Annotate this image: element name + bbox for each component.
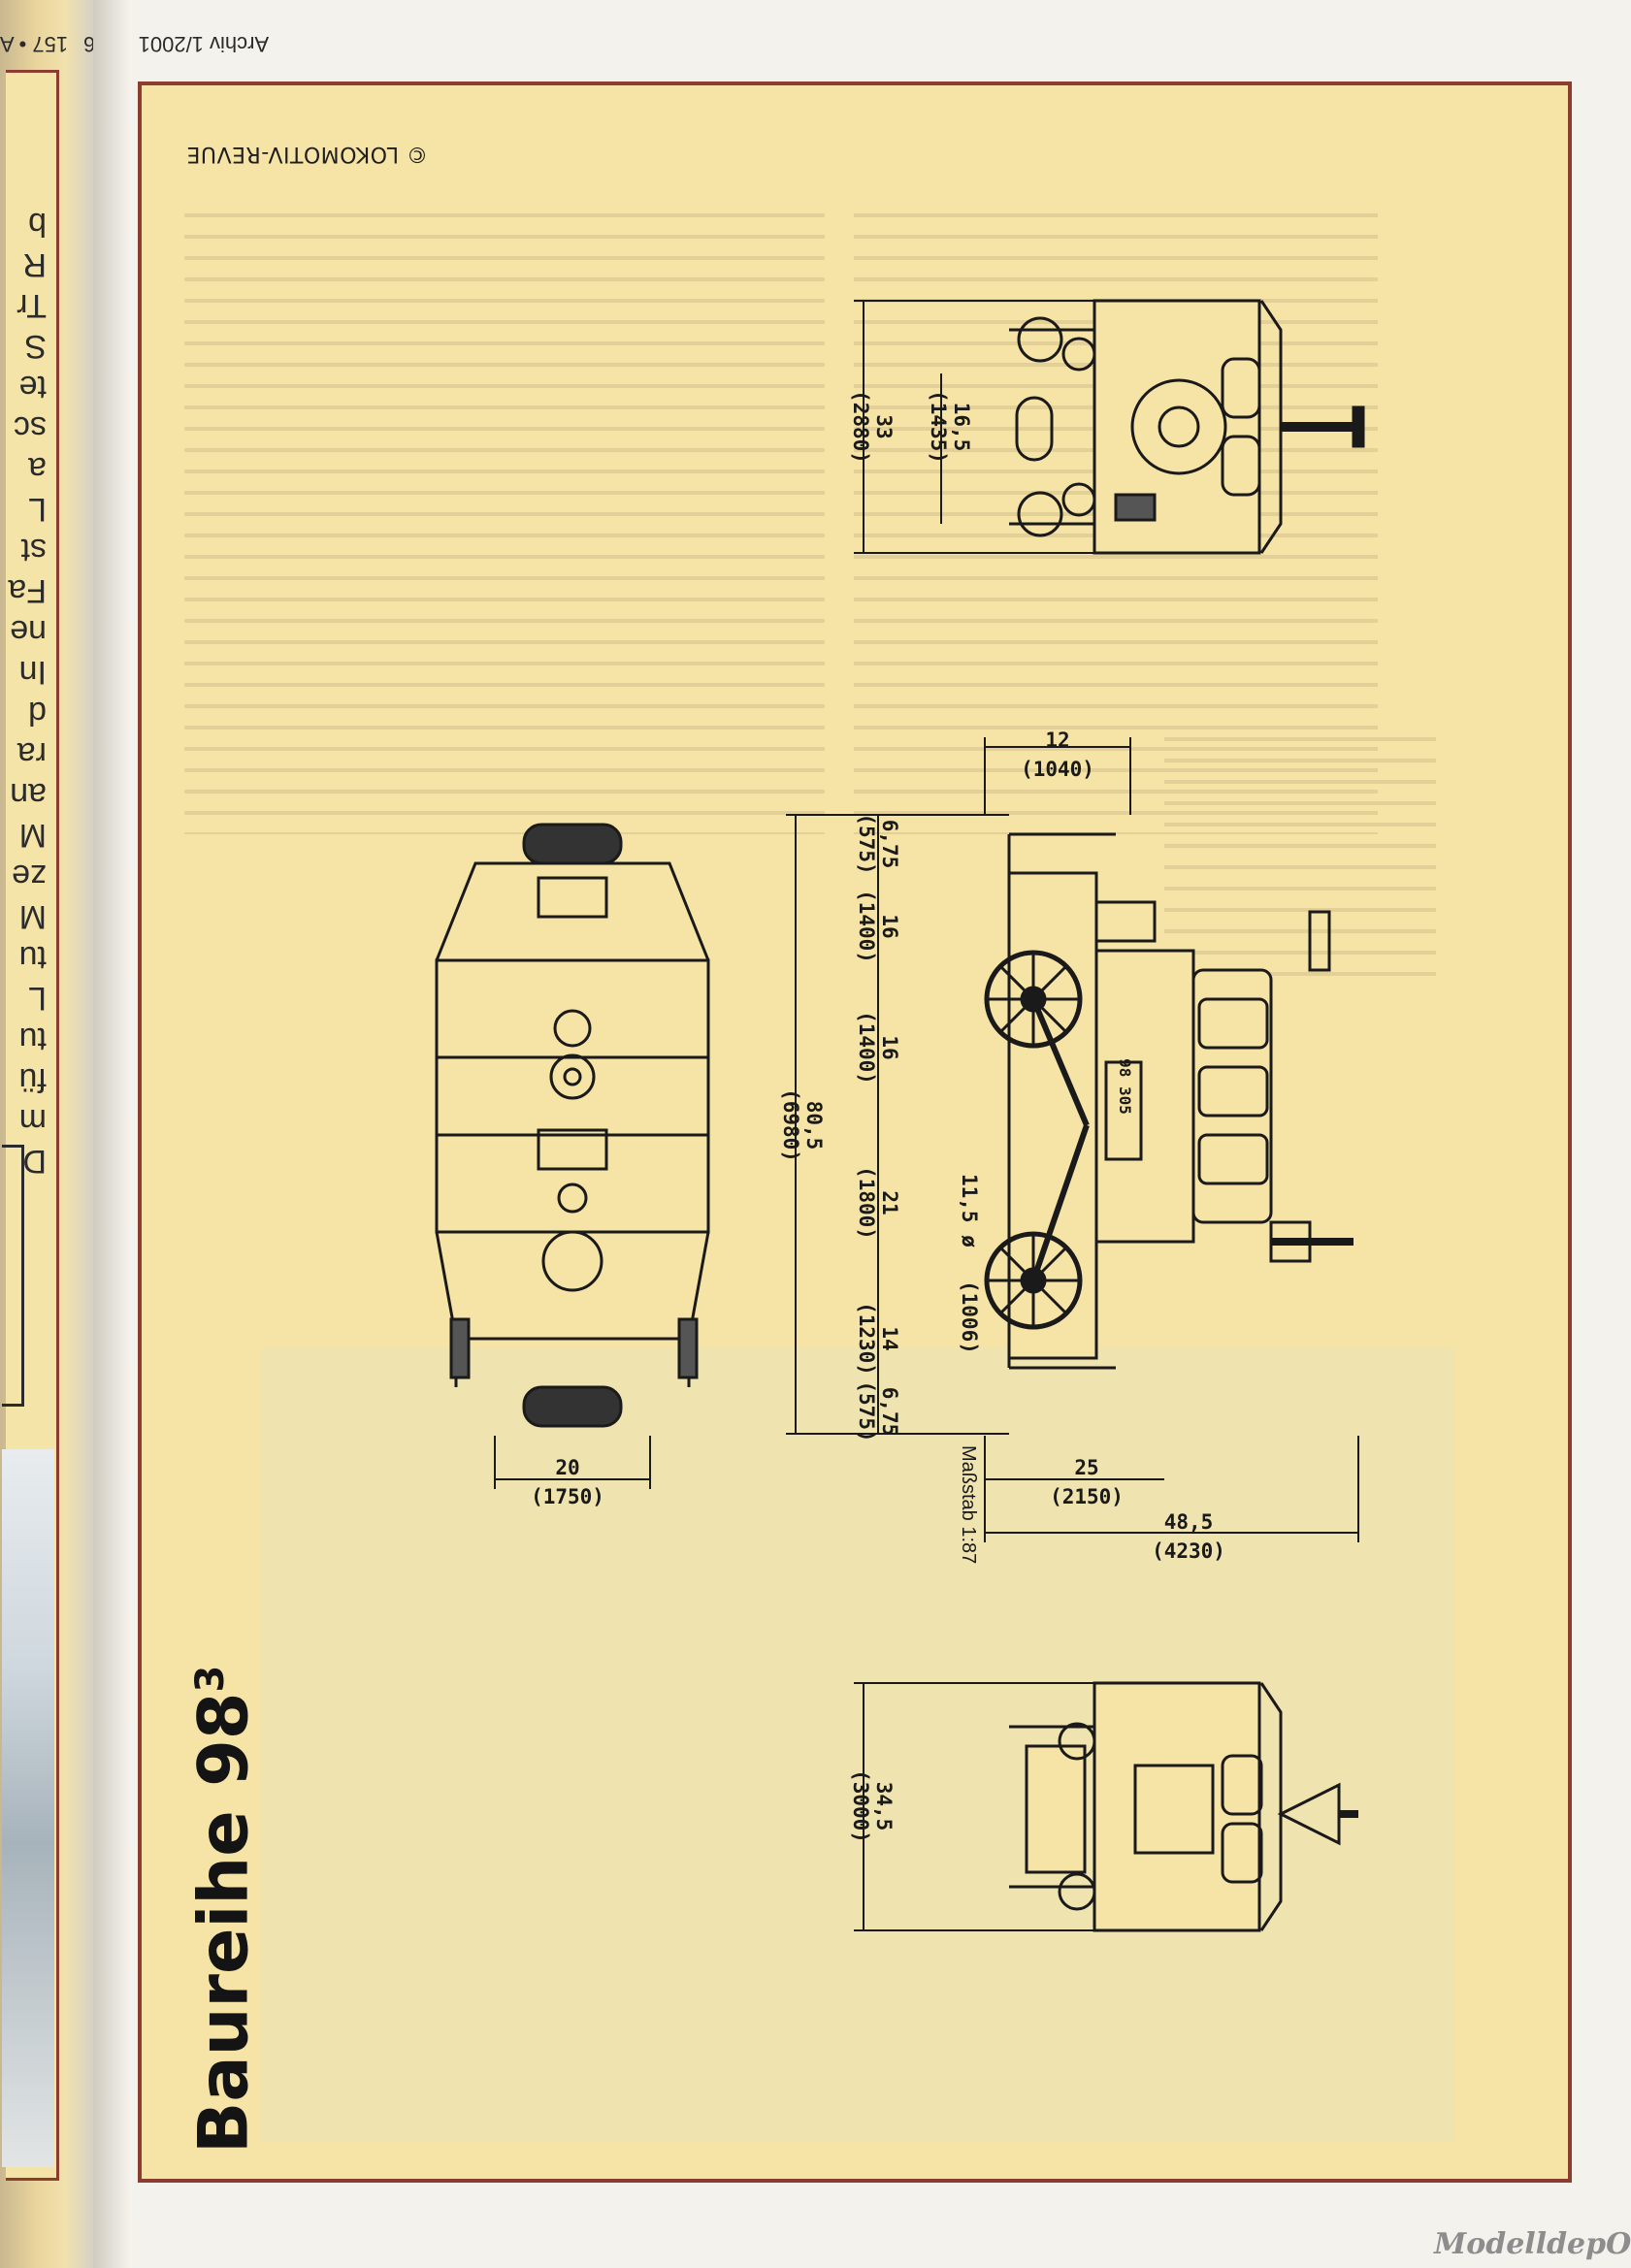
front-gauge-label: 16,5 (1435) [927, 390, 973, 464]
bleed-through-text-left [184, 213, 825, 834]
svg-text:(1750): (1750) [531, 1485, 604, 1508]
side-seg4-label: 21 (1800) [855, 1166, 901, 1240]
dimension-lines [494, 300, 1359, 1931]
svg-text:12: 12 [1045, 729, 1069, 752]
svg-text:14: 14 [878, 1326, 901, 1350]
svg-text:6,75: 6,75 [878, 1387, 901, 1437]
top-view [435, 823, 710, 1428]
svg-text:(1040): (1040) [1021, 758, 1094, 781]
svg-text:(1800): (1800) [855, 1166, 878, 1240]
page-title: Baureihe 983 [183, 1665, 264, 2154]
adjacent-page-box [2, 1145, 24, 1407]
svg-text:(575): (575) [855, 1380, 878, 1442]
front-height-label: 33 (2880) [849, 390, 896, 464]
svg-text:(1400): (1400) [855, 890, 878, 963]
bleed-through-text-lower [1164, 737, 1436, 989]
svg-text:16: 16 [878, 914, 901, 938]
svg-text:(1230): (1230) [855, 1302, 878, 1376]
svg-text:(1006): (1006) [958, 1280, 981, 1354]
total-length-label: 80,5 (6980) [779, 1088, 826, 1162]
book-spine [93, 0, 132, 2268]
svg-text:6,75: 6,75 [878, 820, 901, 869]
svg-text:80,5: 80,5 [802, 1101, 826, 1150]
svg-text:(1435): (1435) [927, 390, 950, 464]
svg-text:20: 20 [555, 1456, 579, 1479]
svg-text:(6980): (6980) [779, 1088, 802, 1162]
side-seg3-label: 16 (1400) [855, 1011, 901, 1085]
page-title-block: Baureihe 983 [138, 1666, 274, 2154]
svg-text:48,5: 48,5 [1164, 1510, 1214, 1534]
svg-text:21: 21 [878, 1190, 901, 1215]
loco-number-label: 98 305 [1116, 1058, 1134, 1115]
overall-height-label: 48,5 (4230) [1152, 1510, 1225, 1563]
svg-text:33: 33 [872, 414, 896, 438]
svg-text:16: 16 [878, 1035, 901, 1059]
side-seg5-label: 14 (1230) [855, 1302, 901, 1376]
side-top-label: 12 (1040) [1021, 729, 1094, 781]
svg-text:(2150): (2150) [1050, 1485, 1124, 1508]
rear-view [1009, 1681, 1358, 1932]
title-superscript: 3 [188, 1665, 233, 1693]
svg-text:98 305: 98 305 [1116, 1058, 1134, 1115]
svg-text:(1400): (1400) [855, 1011, 878, 1085]
front-view [1009, 299, 1365, 555]
svg-text:(4230): (4230) [1152, 1539, 1225, 1563]
svg-text:(2880): (2880) [849, 390, 872, 464]
svg-text:(575): (575) [855, 813, 878, 874]
wheel-diameter-label: 11,5 ø (1006) [958, 1174, 981, 1354]
svg-text:25: 25 [1074, 1456, 1098, 1479]
wheelbase-label: 25 (2150) [1050, 1456, 1124, 1508]
top-width-label: 20 (1750) [531, 1456, 604, 1508]
side-seg6-label: 6,75 (575) [855, 1380, 901, 1442]
side-view [984, 832, 1354, 1370]
svg-text:34,5: 34,5 [872, 1782, 896, 1831]
rear-height-label: 34,5 (3000) [849, 1769, 896, 1843]
watermark: ModelldepO [1434, 2227, 1631, 2261]
adjacent-page-photo [2, 1449, 54, 2167]
svg-text:(3000): (3000) [849, 1769, 872, 1843]
scale-label: Maßstab 1:87 [958, 1445, 979, 1564]
svg-text:16,5: 16,5 [950, 403, 973, 452]
side-seg1-label: 6,75 (575) [855, 813, 901, 874]
adjacent-page: D m fü tu L tu M ze M an ra d In ne Fa s… [0, 0, 93, 2268]
side-seg2-label: 16 (1400) [855, 890, 901, 963]
svg-text:11,5 ø: 11,5 ø [958, 1174, 981, 1247]
svg-text:Maßstab 1:87: Maßstab 1:87 [958, 1445, 979, 1564]
